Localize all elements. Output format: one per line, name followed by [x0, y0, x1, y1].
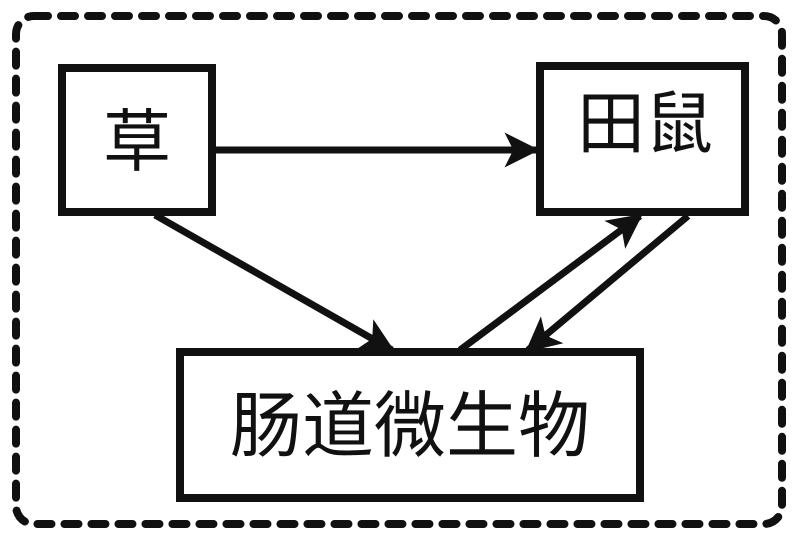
- node-field-mouse-label: 田鼠: [577, 86, 713, 165]
- node-grass: 草: [58, 64, 216, 216]
- node-field-mouse: 田鼠: [536, 62, 749, 216]
- dashed-boundary: [12, 12, 786, 528]
- arrow-gut-microbes-to-field-mouse: [457, 213, 643, 353]
- node-gut-microbes: 肠道微生物: [176, 348, 644, 502]
- node-grass-box: [58, 64, 216, 216]
- node-grass-label: 草: [103, 104, 171, 183]
- node-gut-microbes-label: 肠道微生物: [230, 384, 590, 468]
- arrow-grass-to-gut-microbes: [153, 211, 396, 354]
- node-gut-microbes-box: [176, 348, 644, 502]
- node-field-mouse-box: [536, 62, 749, 216]
- arrow-field-mouse-to-gut-microbes: [525, 213, 691, 353]
